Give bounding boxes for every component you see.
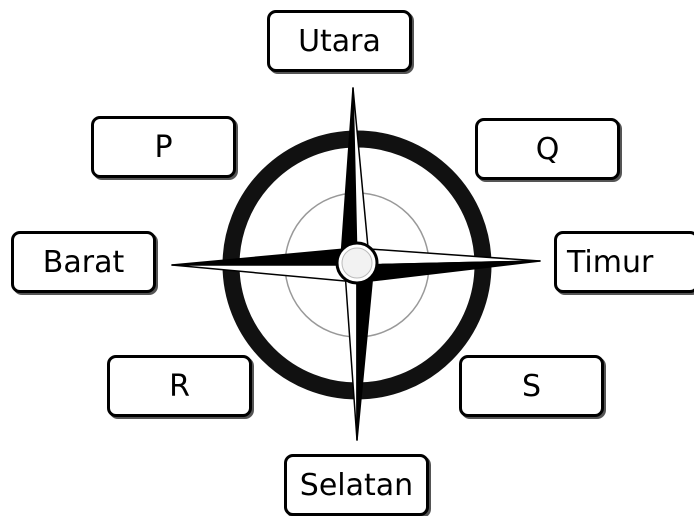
label-southwest: R [107,355,252,417]
label-northwest: P [91,116,236,178]
label-east: Timur [554,231,694,293]
label-northeast: Q [475,118,620,180]
label-north: Utara [267,10,412,72]
label-west: Barat [11,231,156,293]
label-southeast: S [459,355,604,417]
label-south: Selatan [284,454,429,516]
